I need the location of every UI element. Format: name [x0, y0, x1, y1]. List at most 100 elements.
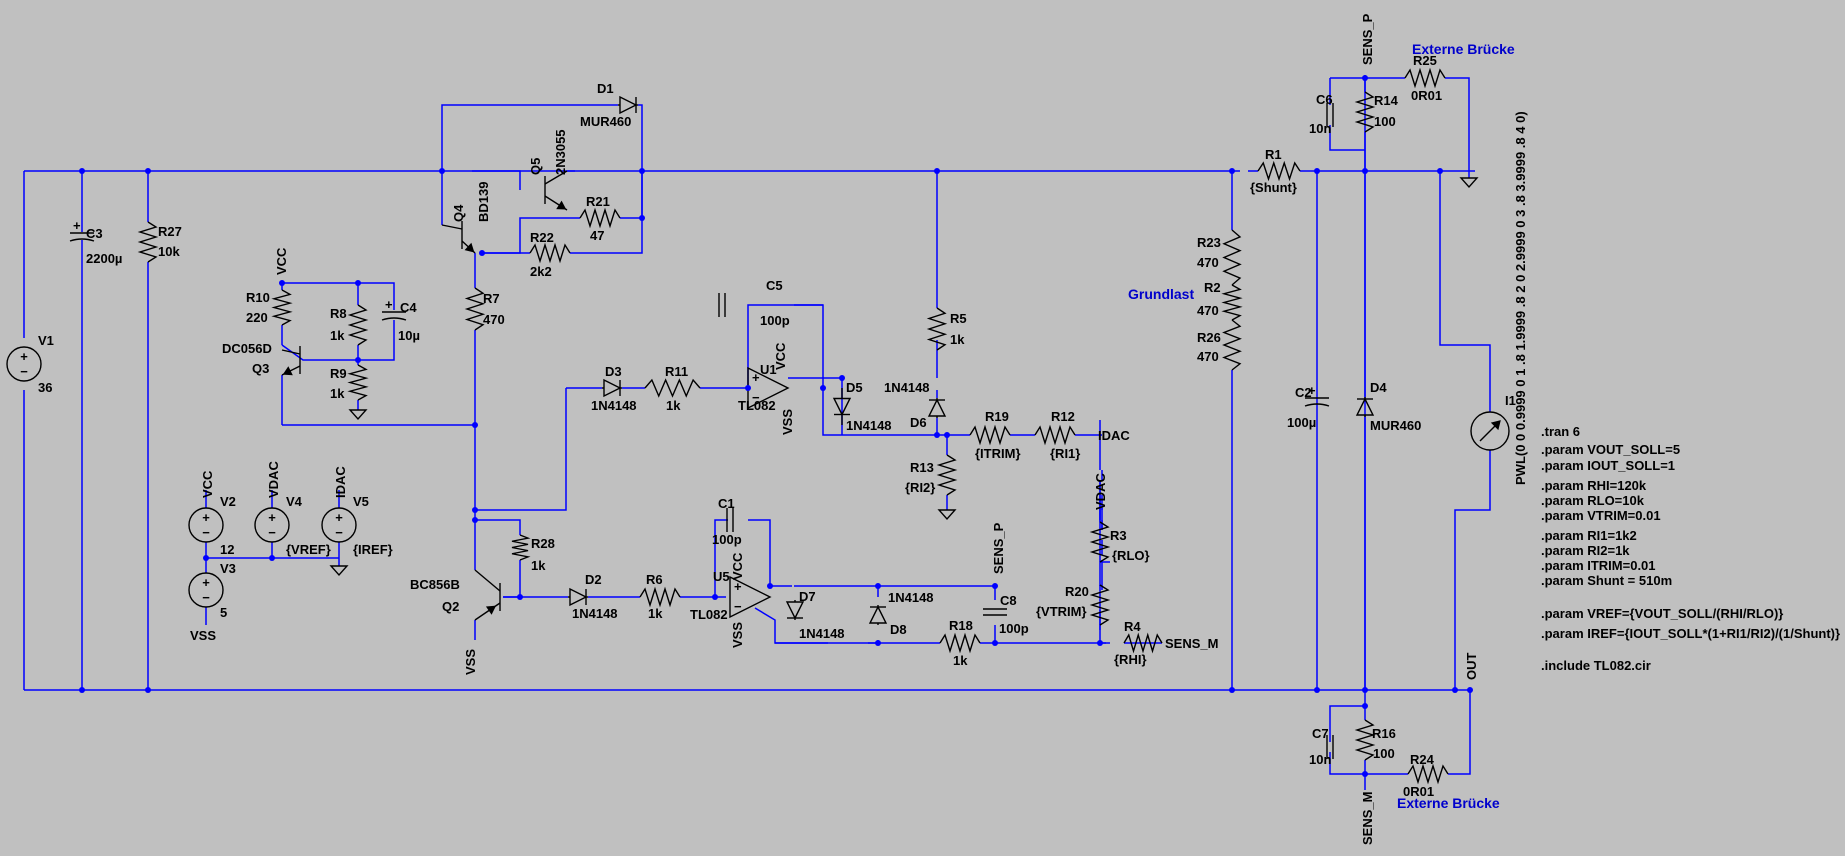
q4-value: BD139: [476, 182, 491, 222]
junction-dot: [479, 250, 485, 256]
r13-value: {RI2}: [905, 480, 935, 495]
r7-ref: R7: [483, 291, 500, 306]
r3-value: {RLO}: [1112, 548, 1150, 563]
junction-dot: [79, 687, 85, 693]
junction-dot: [472, 517, 478, 523]
spice-directive: .param RLO=10k: [1541, 493, 1645, 508]
junction-dot: [279, 280, 285, 286]
r19-value: {ITRIM}: [975, 446, 1021, 461]
u5-opamp: [729, 575, 772, 619]
c4-capacitor-plus: +: [385, 297, 393, 312]
wire: [358, 320, 395, 361]
v4-ref: V4: [286, 494, 303, 509]
r25-ref: R25: [1413, 53, 1437, 68]
net-vcc-q3: VCC: [274, 247, 289, 275]
wire: [1448, 690, 1471, 775]
r7-resistor: [464, 287, 486, 331]
r27-value: 10k: [158, 244, 180, 259]
wire: [282, 282, 359, 305]
junction-dot: [934, 168, 940, 174]
q4-ref: Q4: [451, 204, 466, 222]
v3-value: 5: [220, 605, 227, 620]
q3-transistor: [281, 346, 301, 376]
v1-source-minus: −: [20, 364, 28, 379]
c7-value: 10n: [1309, 752, 1331, 767]
r23-value: 470: [1197, 255, 1219, 270]
wire: [823, 377, 843, 388]
junction-dot: [439, 168, 445, 174]
junction-dot: [1362, 75, 1368, 81]
net-idac: IDAC: [1098, 428, 1130, 443]
c2-value: 100µ: [1287, 415, 1316, 430]
c6-capacitor: [1326, 103, 1334, 127]
r19-resistor: [969, 424, 1011, 446]
r25-value: 0R01: [1411, 88, 1442, 103]
ground-r13: [937, 509, 957, 521]
r16-resistor: [1354, 719, 1376, 761]
v1-source: [6, 346, 42, 382]
spice-directive: .param RHI=120k: [1541, 478, 1647, 493]
u5-value: TL082: [690, 607, 728, 622]
q2-value: BC856B: [410, 577, 460, 592]
u1-value: TL082: [738, 398, 776, 413]
v5-source-plus: +: [335, 510, 343, 525]
junction-dot: [839, 375, 845, 381]
v2-source-minus: −: [202, 525, 210, 540]
r12-ref: R12: [1051, 409, 1075, 424]
spice-directive: .param IREF={IOUT_SOLL*(1+RI1/RI2)/(1/Sh…: [1541, 626, 1840, 641]
v4-source: [254, 507, 290, 543]
junction-dot: [472, 507, 478, 513]
spice-directive: .param VOUT_SOLL=5: [1541, 442, 1680, 457]
v3-source-plus: +: [202, 575, 210, 590]
junction-dot: [639, 168, 645, 174]
junction-dot: [1362, 771, 1368, 777]
c5-value: 100p: [760, 313, 790, 328]
junction-dot: [517, 594, 523, 600]
wire: [1329, 125, 1365, 151]
r20-value: {VTRIM}: [1036, 604, 1087, 619]
c4-capacitor: [381, 311, 407, 321]
r25-resistor: [1404, 67, 1446, 89]
junction-dot: [820, 385, 826, 391]
net-out: OUT: [1464, 653, 1479, 681]
c3-value: 2200µ: [86, 251, 122, 266]
r18-ref: R18: [949, 618, 973, 633]
ground-r25: [1459, 177, 1479, 189]
d1-ref: D1: [597, 81, 614, 96]
r8-resistor: [347, 304, 369, 346]
r14-resistor: [1354, 91, 1376, 133]
junction-dot: [944, 432, 950, 438]
r6-value: 1k: [648, 606, 663, 621]
v4-source-minus: −: [268, 525, 276, 540]
i1-value: PWL(0 0 0.9999 0 1 .8 1.9999 .8 2 0 2.99…: [1513, 111, 1528, 485]
r1-value: {Shunt}: [1250, 180, 1297, 195]
junction-dot: [1229, 687, 1235, 693]
d1-left-wire: [441, 104, 618, 171]
d6-value: 1N4148: [884, 380, 930, 395]
spice-directive: .param RI1=1k2: [1541, 528, 1637, 543]
r11-value: 1k: [666, 398, 681, 413]
v2-source-plus: +: [202, 510, 210, 525]
r22-right-wire: [570, 218, 643, 254]
r20-ref: R20: [1065, 584, 1089, 599]
r6-ref: R6: [646, 572, 663, 587]
r26-value: 470: [1197, 349, 1219, 364]
r9-resistor: [347, 364, 369, 401]
r23-ref: R23: [1197, 235, 1221, 250]
v5-ref: V5: [353, 494, 369, 509]
spice-directive: .param VREF={VOUT_SOLL/(RHI/RLO)}: [1541, 606, 1783, 621]
junction-dot: [1097, 640, 1103, 646]
net-vcc-v2: VCC: [200, 470, 215, 498]
r7-value: 470: [483, 312, 505, 327]
q3-ref: Q3: [252, 361, 269, 376]
wire: [747, 304, 824, 388]
r10-ref: R10: [246, 290, 270, 305]
d2-ref: D2: [585, 572, 602, 587]
c4-value: 10µ: [398, 328, 420, 343]
spice-directive: .include TL082.cir: [1541, 658, 1651, 673]
c8-capacitor: [983, 608, 1007, 616]
junction-dot: [1437, 168, 1443, 174]
r27-resistor: [137, 221, 159, 263]
wire: [748, 519, 771, 586]
